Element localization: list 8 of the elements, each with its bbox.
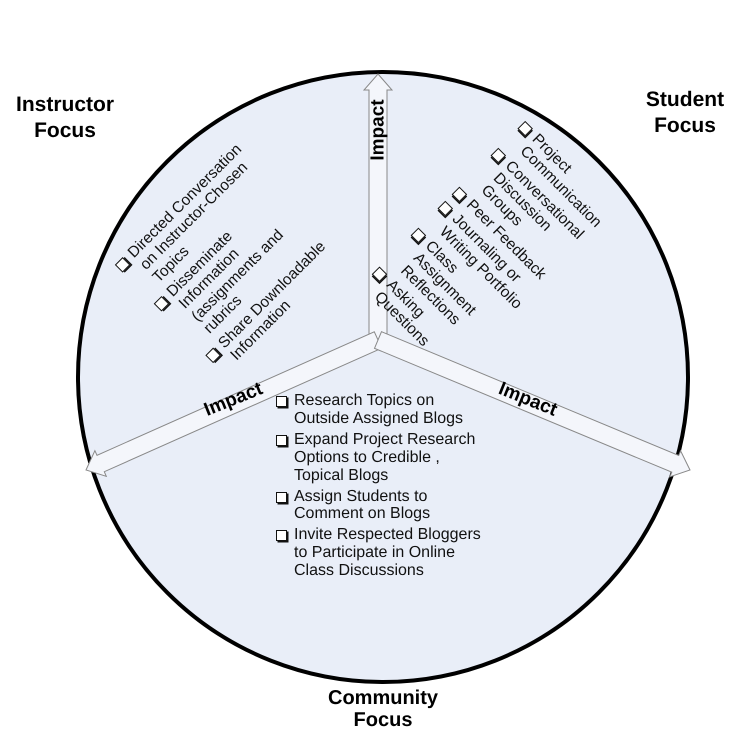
focus-heading: Instructor Focus [14,92,115,144]
focus-heading: Student Focus [644,87,726,140]
list-item: Invite Respected Bloggers to Participate in Online Class Discussions [294,526,482,580]
list-item: Expand Project Research Options to Credible , Topical Blogs [294,430,476,485]
list-item: Research Topics on Outside Assigned Blogs [294,392,464,428]
list-item: Assign Students to Comment on Blogs [294,488,432,524]
focus-heading: Community Focus [327,687,439,731]
arrow-label: Impact [367,99,390,161]
